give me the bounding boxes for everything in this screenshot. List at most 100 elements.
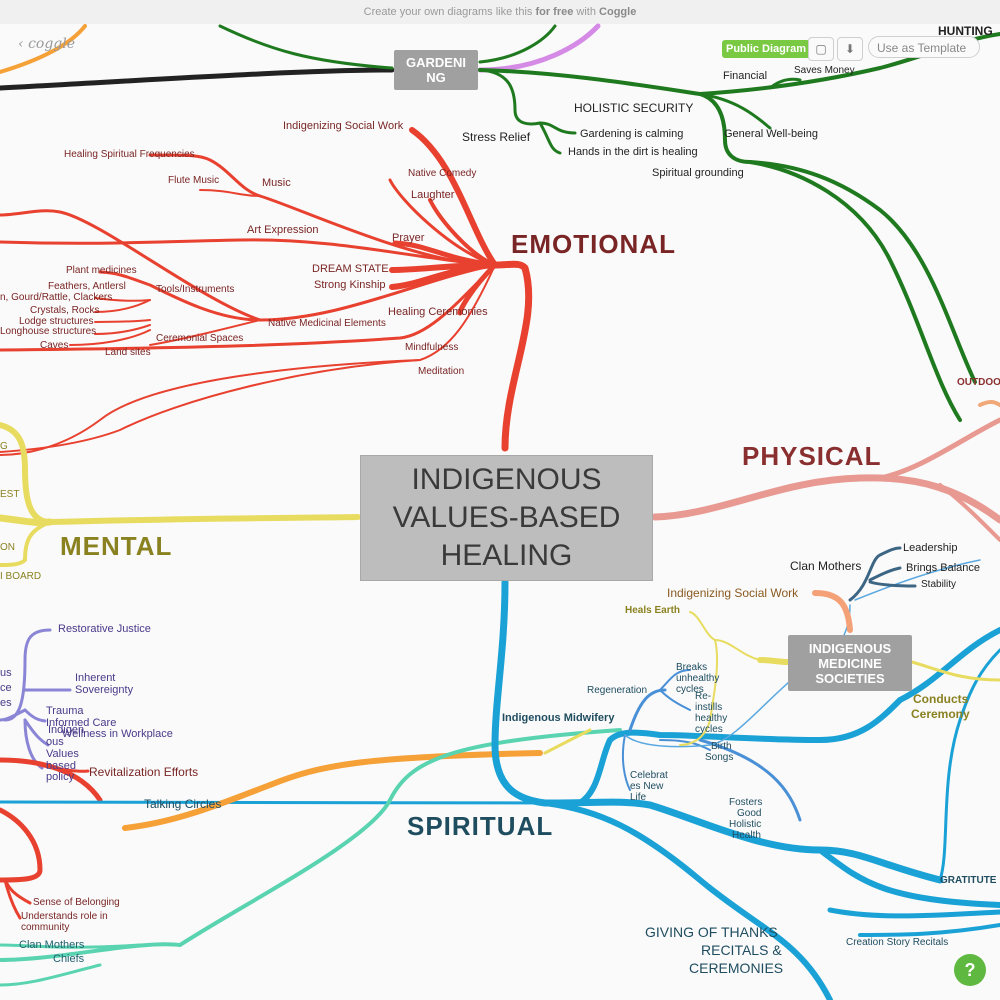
fosters-label-3[interactable]: Holistic <box>729 819 762 830</box>
outdoor-label[interactable]: OUTDOO <box>957 377 1000 388</box>
conducts-label-2[interactable]: Ceremony <box>911 707 970 721</box>
mental-label[interactable]: MENTAL <box>60 531 173 561</box>
revitalization-label[interactable]: Revitalization Efforts <box>89 765 199 779</box>
giving-label-3[interactable]: CEREMONIES <box>689 960 784 976</box>
prayer-label[interactable]: Prayer <box>392 232 425 244</box>
breaks-label-2[interactable]: unhealthy <box>676 673 720 684</box>
back-link[interactable]: ‹ coggle <box>18 36 76 52</box>
talking-circles-label[interactable]: Talking Circles <box>144 797 222 811</box>
reinstills-label-4[interactable]: cycles <box>695 724 723 735</box>
hands-dirt-label[interactable]: Hands in the dirt is healing <box>568 146 698 158</box>
reinstills-label-2[interactable]: instills <box>695 702 723 713</box>
celebrates-label-2[interactable]: es New <box>630 781 664 792</box>
clan-mothers-bottom-label[interactable]: Clan Mothers <box>19 939 85 951</box>
ceremonial-spaces-label[interactable]: Ceremonial Spaces <box>156 333 244 344</box>
stress-relief-label[interactable]: Stress Relief <box>462 130 531 144</box>
feathers-label[interactable]: Feathers, Antlersl <box>48 281 126 292</box>
lodge-label[interactable]: Lodge structures <box>19 316 94 327</box>
gratitude-label[interactable]: GRATITUTE <box>940 875 997 886</box>
mental-on-label[interactable]: ON <box>0 542 15 553</box>
policy-label[interactable]: policy <box>46 771 75 783</box>
indig-social-work-emotional-label[interactable]: Indigenizing Social Work <box>283 120 404 132</box>
flute-music-label[interactable]: Flute Music <box>168 175 220 186</box>
giving-label-2[interactable]: RECITALS & <box>701 942 782 958</box>
heals-earth-label[interactable]: Heals Earth <box>625 605 681 616</box>
emotional-label[interactable]: EMOTIONAL <box>511 229 676 259</box>
understands-label-2[interactable]: community <box>21 922 70 933</box>
spiritual-label[interactable]: SPIRITUAL <box>407 811 554 841</box>
stability-label[interactable]: Stability <box>921 579 957 590</box>
chiefs-label[interactable]: Chiefs <box>53 953 85 965</box>
holistic-security-label[interactable]: HOLISTIC SECURITY <box>574 101 694 115</box>
giving-label-1[interactable]: GIVING OF THANKS <box>645 924 778 940</box>
music-label[interactable]: Music <box>262 177 291 189</box>
regeneration-label[interactable]: Regeneration <box>587 685 648 696</box>
understands-label-1[interactable]: Understands role in <box>21 911 108 922</box>
breaks-label-1[interactable]: Breaks <box>676 662 708 673</box>
mental-g-label[interactable]: G <box>0 441 8 452</box>
gourd-label[interactable]: n, Gourd/Rattle, Clackers <box>0 292 113 303</box>
based-label[interactable]: based <box>46 760 76 772</box>
help-button[interactable]: ? <box>954 954 986 986</box>
informed-care-label[interactable]: Informed Care <box>46 717 117 729</box>
art-expression-label[interactable]: Art Expression <box>247 224 319 236</box>
reinstills-label-3[interactable]: healthy <box>695 713 728 724</box>
caves-label[interactable]: Caves <box>40 340 69 351</box>
fosters-label-1[interactable]: Fosters <box>729 797 763 808</box>
present-icon[interactable]: ▢ <box>808 37 834 61</box>
promo-banner[interactable]: Create your own diagrams like this for f… <box>0 0 1000 24</box>
mindfulness-label[interactable]: Mindfulness <box>405 342 459 353</box>
land-sites-label[interactable]: Land sites <box>105 347 151 358</box>
physical-label[interactable]: PHYSICAL <box>742 441 882 471</box>
dream-state-label[interactable]: DREAM STATE <box>312 263 389 275</box>
healing-frequencies-label[interactable]: Healing Spiritual Frequencies <box>64 149 195 160</box>
sense-belonging-label[interactable]: Sense of Belonging <box>33 897 120 908</box>
mental-est-label[interactable]: EST <box>0 489 20 500</box>
download-icon[interactable]: ⬇ <box>837 37 863 61</box>
spiritual-grounding-label[interactable]: Spiritual grounding <box>652 167 744 179</box>
longhouse-label[interactable]: Longhouse structures <box>0 326 97 337</box>
native-medicinal-label[interactable]: Native Medicinal Elements <box>268 318 386 329</box>
reinstills-label-1[interactable]: Re- <box>695 691 712 702</box>
plant-medicines-label[interactable]: Plant medicines <box>66 265 137 276</box>
central-node[interactable]: INDIGENOUS VALUES-BASED HEALING <box>360 455 653 581</box>
trauma-label[interactable]: Trauma <box>46 705 84 717</box>
laughter-label[interactable]: Laughter <box>411 189 455 201</box>
indigen-label[interactable]: Indigen <box>48 724 85 736</box>
inherent-label-2[interactable]: Sovereignty <box>75 684 134 696</box>
clan-mothers-label[interactable]: Clan Mothers <box>790 559 862 573</box>
values-label[interactable]: Values <box>46 748 79 760</box>
breaks-label-3[interactable]: cycles <box>676 684 704 695</box>
restorative-justice-label[interactable]: Restorative Justice <box>58 623 151 635</box>
ous-label[interactable]: ous <box>46 736 64 748</box>
ce-label[interactable]: ce <box>0 682 12 694</box>
midwifery-label[interactable]: Indigenous Midwifery <box>502 712 615 724</box>
native-comedy-label[interactable]: Native Comedy <box>408 168 477 179</box>
meditation-label[interactable]: Meditation <box>418 366 465 377</box>
leadership-label[interactable]: Leadership <box>903 542 958 554</box>
use-template-button[interactable]: Use as Template <box>868 36 980 58</box>
tools-label[interactable]: Tools/Instruments <box>156 284 235 295</box>
indig-social-work-physical-label[interactable]: Indigenizing Social Work <box>667 586 799 600</box>
inherent-label-1[interactable]: Inherent <box>75 672 116 684</box>
general-wellbeing-label[interactable]: General Well-being <box>724 128 818 140</box>
hunting-label[interactable]: HUNTING <box>938 24 993 38</box>
mental-board-label[interactable]: I BOARD <box>0 571 42 582</box>
wellness-label[interactable]: Wellness in Workplace <box>62 728 173 740</box>
creation-story-label[interactable]: Creation Story Recitals <box>846 937 949 948</box>
birth-songs-label-2[interactable]: Songs <box>705 752 734 763</box>
birth-songs-label-1[interactable]: Birth <box>711 741 732 752</box>
financial-label[interactable]: Financial <box>723 70 768 82</box>
es-label[interactable]: es <box>0 697 12 709</box>
strong-kinship-label[interactable]: Strong Kinship <box>314 279 386 291</box>
crystals-label[interactable]: Crystals, Rocks <box>30 305 100 316</box>
celebrates-label-1[interactable]: Celebrat <box>630 770 668 781</box>
fosters-label-2[interactable]: Good <box>737 808 762 819</box>
conducts-label-1[interactable]: Conducts <box>913 692 969 706</box>
healing-ceremonies-label[interactable]: Healing Ceremonies <box>388 306 488 318</box>
fosters-label-4[interactable]: Health <box>732 830 761 841</box>
saves-money-label[interactable]: Saves Money <box>794 65 855 76</box>
gardening-calming-label[interactable]: Gardening is calming <box>580 128 684 140</box>
